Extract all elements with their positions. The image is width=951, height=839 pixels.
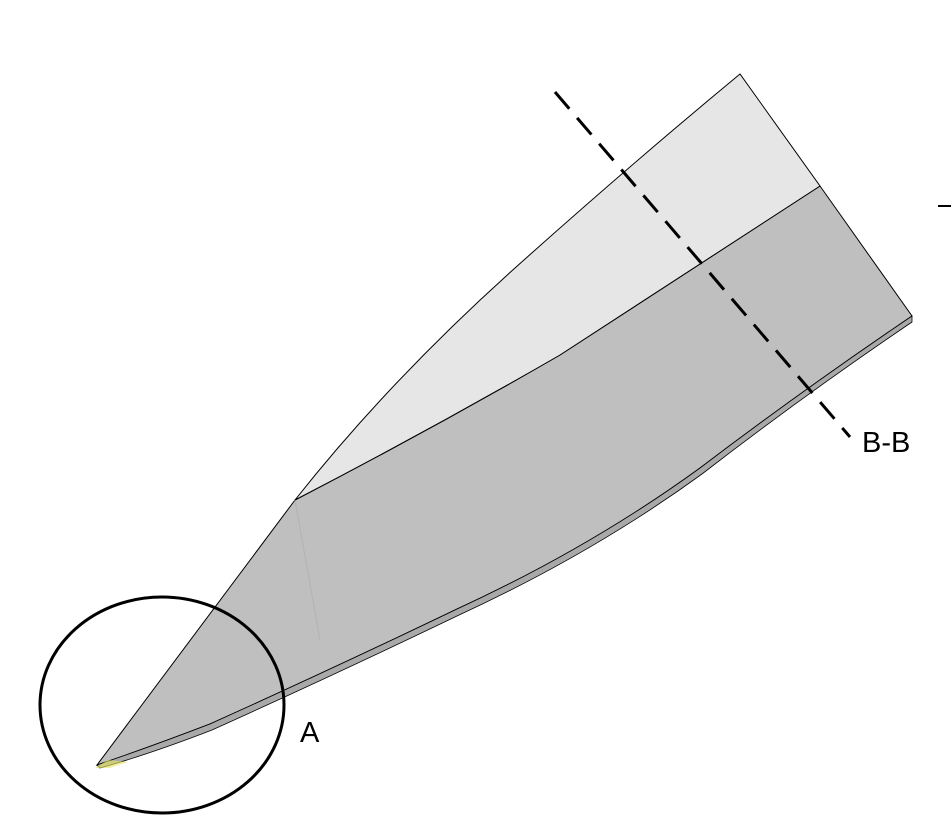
tip-highlight — [95, 760, 128, 768]
section-cut-line — [553, 91, 852, 438]
blade-lower-face — [95, 185, 913, 766]
detail-circle — [38, 595, 286, 815]
section-label: B-B — [862, 427, 910, 459]
detail-label: A — [300, 717, 320, 749]
blade-upper-face — [294, 73, 821, 501]
blade-edge-strip — [96, 315, 913, 769]
blade-seam-line — [294, 499, 321, 641]
